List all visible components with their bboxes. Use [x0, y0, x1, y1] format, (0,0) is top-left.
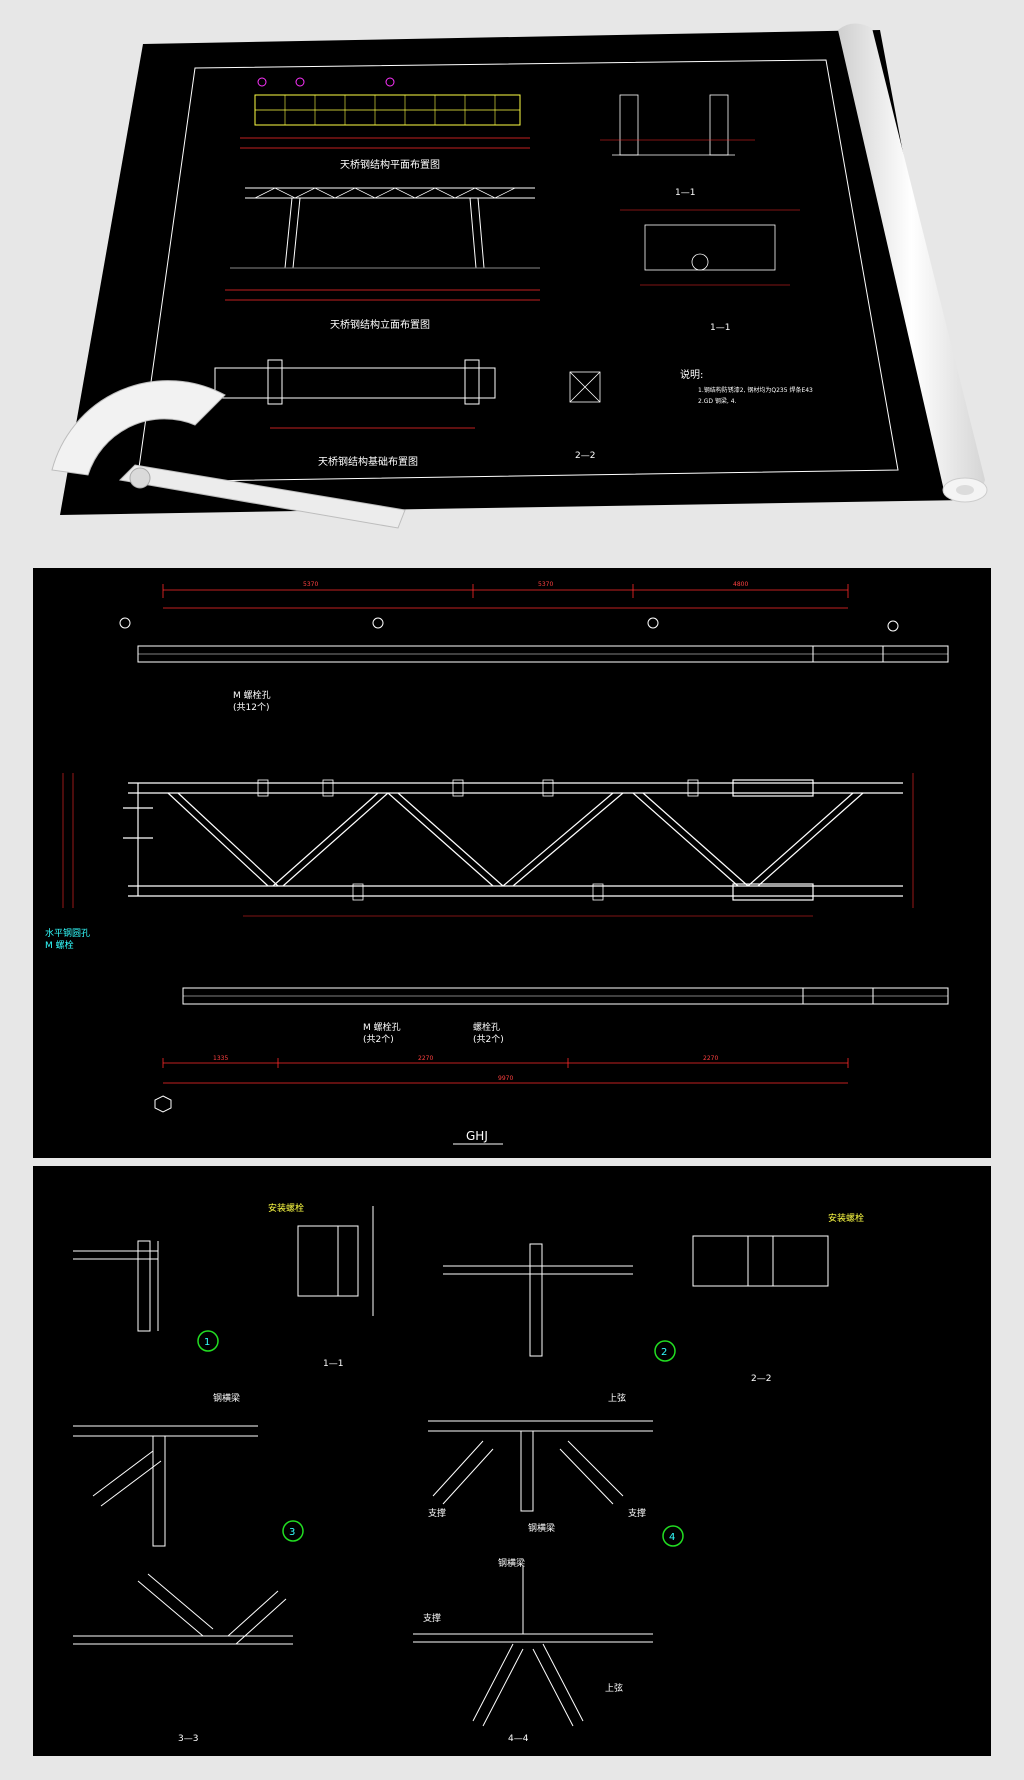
brace-a: 支撑 — [428, 1507, 446, 1519]
brace-b: 支撑 — [628, 1507, 646, 1519]
steel-beam-c: 钢横梁 — [498, 1557, 525, 1569]
dim-bottom-2: 2270 — [418, 1055, 433, 1062]
bolt-note-top-count: (共12个) — [233, 702, 269, 713]
bolt-note-top: M 螺栓孔 — [233, 689, 271, 701]
hole-note-1: 水平钢圆孔 — [45, 927, 90, 939]
paper-roll — [838, 23, 985, 501]
foundation-title: 天桥钢结构基础布置图 — [318, 455, 418, 468]
bolt-note-bottom-right: 螺栓孔 — [473, 1021, 500, 1033]
detail-4-label: 4 — [669, 1532, 675, 1543]
section-2-2-label: 2—2 — [751, 1374, 771, 1384]
drawing-sheet-1: 天桥钢结构平面布置图 天桥钢结构立面布置图 天桥钢结构基础布置图 — [0, 0, 1024, 560]
section-details — [569, 94, 776, 403]
foundation-view — [214, 359, 496, 429]
bolt-label-a: 安装螺栓 — [268, 1202, 304, 1214]
plan-view — [240, 77, 530, 149]
truss-title: GHJ — [466, 1129, 488, 1143]
steel-beam-a: 钢横梁 — [213, 1392, 240, 1404]
black-sheet — [60, 30, 968, 515]
dim-top-3: 4800 — [733, 581, 748, 588]
bolt-label-b: 安装螺栓 — [828, 1212, 864, 1224]
detail-2-label: 2 — [661, 1347, 667, 1358]
truss-body — [123, 779, 903, 901]
elevation-title: 天桥钢结构立面布置图 — [330, 318, 430, 331]
section-1-1-label: 1—1 — [323, 1359, 343, 1369]
detail-3-label: 3 — [289, 1527, 295, 1538]
plan-title: 天桥钢结构平面布置图 — [340, 158, 440, 171]
notes-heading: 说明: — [680, 368, 703, 381]
bolt-note-bottom-left: M 螺栓孔 — [363, 1021, 401, 1033]
sheet1-section-1-1b: 1—1 — [710, 323, 730, 333]
dim-total: 9970 — [498, 1075, 513, 1082]
dim-bottom-1: 1335 — [213, 1055, 228, 1062]
section-4-4-label: 4—4 — [508, 1734, 529, 1744]
sheet1-section-1-1: 1—1 — [675, 188, 695, 198]
drawing-sheet-2: 5370 5370 4800 M 螺栓孔 (共12个) — [33, 568, 991, 1158]
chord-a: 上弦 — [608, 1392, 626, 1404]
elevation-view — [230, 187, 540, 269]
dim-top-2: 5370 — [538, 581, 553, 588]
steel-beam-b: 钢横梁 — [528, 1522, 555, 1534]
drawing-sheet-3: 1 安装螺栓 1—1 2 安装螺栓 2—2 钢横梁 3 上弦 支撑 支撑 钢横梁… — [33, 1166, 991, 1756]
brace-c: 支撑 — [423, 1612, 441, 1624]
note-2: 2.GD 钢梁, 4. — [698, 397, 737, 405]
section-3-3-label: 3—3 — [178, 1734, 198, 1744]
chord-b: 上弦 — [605, 1682, 623, 1694]
top-beam — [137, 645, 949, 663]
dim-top-1: 5370 — [303, 581, 318, 588]
sheet1-section-2-2: 2—2 — [575, 451, 595, 461]
bolt-note-bottom-left-count: (共2个) — [363, 1034, 394, 1045]
note-1: 1.钢结构防锈漆2, 钢材均为Q235 焊条E43 — [698, 386, 813, 394]
dim-bottom-3: 2270 — [703, 1055, 718, 1062]
hole-note-2: M 螺栓 — [45, 939, 74, 951]
bottom-beam — [182, 987, 949, 1005]
protractor-icon — [51, 380, 406, 529]
bolt-note-bottom-right-count: (共2个) — [473, 1034, 504, 1045]
detail-1-label: 1 — [204, 1337, 210, 1348]
